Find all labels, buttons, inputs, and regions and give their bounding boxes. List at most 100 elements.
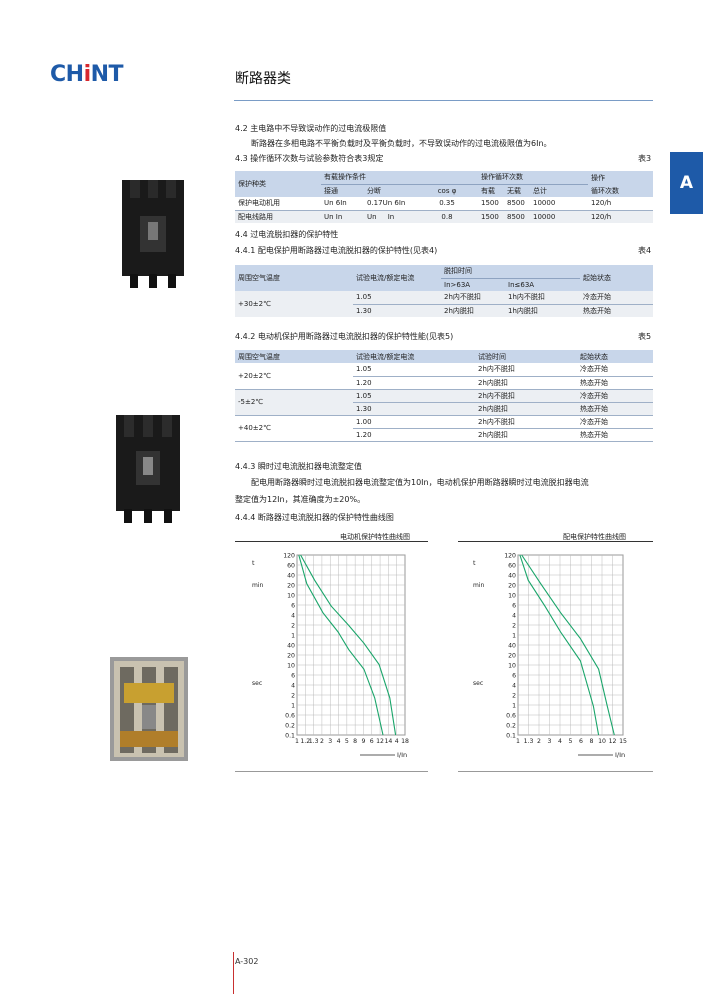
y-tick-label: 1 (291, 633, 295, 640)
y-tick-label: 2 (291, 693, 295, 700)
y-tick-label: 4 (512, 683, 516, 690)
table-row: +20±2℃ 1.05 2h内不脱扣 冷态开始 (235, 363, 653, 380)
table-5-header: 试验时间 (475, 350, 577, 363)
table-cell: Un In (324, 212, 343, 221)
table-cell: 2h内不脱扣 (478, 391, 515, 400)
page-number: A-302 (235, 957, 259, 966)
table-cell: 0.17Un 6In (367, 199, 406, 208)
table-cell: 保护电动机用 (238, 199, 280, 208)
y-tick-label: 4 (512, 613, 516, 620)
table-cell: 1500 (481, 199, 499, 208)
breaker-photo-transparent (110, 657, 188, 761)
table-3-subheader: 分断 (364, 184, 416, 197)
section-4-4-3-heading: 4.4.3 瞬时过电流脱扣器电流整定值 (235, 462, 362, 471)
table-3: 保护种类 有载操作条件 操作循环次数 操作 接通 分断 cos φ 有载 无载 … (235, 171, 653, 223)
table-cell: 1.30 (356, 306, 372, 315)
section-tab[interactable]: A (670, 152, 703, 214)
y-tick-label: 20 (508, 583, 516, 590)
table-cell: 冷态开始 (580, 365, 608, 374)
table-4-subheader: In≤63A (505, 278, 580, 291)
table-5-header: 周围空气温度 (235, 350, 353, 363)
section-4-4-2-heading: 4.4.2 电动机保护用断路器过电流脱扣器的保护特性能(见表5) (235, 332, 454, 341)
table-cell: 1.05 (356, 293, 372, 302)
table-3-header: 保护种类 (235, 171, 321, 197)
table-cell: 2h内脱扣 (478, 404, 508, 413)
y-tick-label: 2 (291, 623, 295, 630)
footer-rule (233, 952, 234, 994)
table-3-subheader: 无载 (504, 184, 530, 197)
y-tick-label: 0.6 (285, 713, 295, 720)
section-4-2-body: 断路器在多相电路不平衡负载时及平衡负载时，不导致误动作的过电流极限值为6In。 (251, 139, 552, 148)
chart-1-title: 电动机保护特性曲线图 (340, 533, 410, 541)
x-tick-label: 12 (609, 738, 617, 745)
table-cell: 120/h (591, 212, 612, 221)
table-cell: 1.05 (356, 391, 372, 400)
y-tick-label: 0.1 (285, 733, 295, 740)
table-row: +40±2℃ 1.00 2h内不脱扣 冷态开始 (235, 415, 653, 432)
table-3-header: 有载操作条件 (321, 171, 478, 185)
table-4: 周围空气温度 试验电流/额定电流 脱扣时间 起始状态 In>63A In≤63A… (235, 265, 653, 317)
y-tick-label: 0.2 (285, 723, 295, 730)
y-tick-label: 40 (508, 573, 516, 580)
table-5: 周围空气温度 试验电流/额定电流 试验时间 起始状态 +20±2℃ 1.05 2… (235, 350, 653, 442)
table-cell: 2h内脱扣 (444, 306, 474, 315)
table-4-tag: 表4 (638, 246, 652, 255)
x-tick-label: 4 (337, 738, 341, 745)
table-cell: 10000 (533, 199, 556, 208)
table-3-tag: 表3 (638, 154, 652, 163)
table-row: -5±2℃ 1.05 2h内不脱扣 冷态开始 (235, 389, 653, 406)
table-cell: 热态开始 (580, 378, 608, 387)
table-cell: 10000 (533, 212, 556, 221)
breaker-photo-2 (116, 415, 180, 523)
y-tick-label: 2 (512, 623, 516, 630)
table-3-header: 操作 (588, 171, 653, 184)
section-4-4-4-heading: 4.4.4 断路器过电流脱扣器的保护特性曲线图 (235, 513, 394, 522)
section-4-4-3-body: 配电用断路器瞬时过电流脱扣器电流整定值为10In，电动机保护用断路器瞬时过电流脱… (251, 478, 589, 487)
table-cell: 0.8 (441, 212, 453, 221)
y-tick-label: 6 (512, 673, 516, 680)
y-tick-label: 10 (508, 593, 516, 600)
table-cell: 热态开始 (580, 404, 608, 413)
x-tick-label: 6 (370, 738, 374, 745)
trip-curve (521, 554, 615, 736)
table-3-subheader: 总计 (530, 184, 588, 197)
table-4-header: 试验电流/额定电流 (353, 265, 441, 291)
table-cell: -5±2℃ (238, 398, 264, 406)
table-cell: 2h内不脱扣 (478, 365, 515, 374)
trip-curve (298, 554, 384, 736)
y-tick-label: 0.1 (506, 733, 516, 740)
y-tick-label: 120 (504, 553, 516, 560)
x-tick-label: 15 (619, 738, 627, 745)
table-3-subheader: cos φ (416, 184, 478, 197)
chart-2-bottom-rule (458, 771, 653, 772)
table-cell: 2h内不脱扣 (444, 293, 481, 302)
x-tick-label: 2 (320, 738, 324, 745)
section-4-3-heading: 4.3 操作循环次数与试验参数符合表3规定 (235, 154, 384, 163)
trip-curve (300, 554, 397, 736)
chart-1-bottom-rule (235, 771, 428, 772)
chnt-logo: CHiNT (50, 62, 124, 87)
table-4-subheader: In>63A (441, 278, 505, 291)
table-3-header: 操作循环次数 (478, 171, 588, 185)
y-tick-label: 6 (512, 603, 516, 610)
table-cell: 120/h (591, 199, 612, 208)
y-tick-label: 20 (508, 653, 516, 660)
x-tick-label: 1 (295, 738, 299, 745)
y-tick-label: 10 (508, 663, 516, 670)
table-cell: 热态开始 (580, 430, 608, 439)
table-cell: Un (367, 212, 377, 221)
table-3-subheader: 接通 (321, 184, 364, 197)
breaker-photo-1 (122, 180, 184, 288)
table-cell: 1h内不脱扣 (508, 293, 545, 302)
x-tick-label: 10 (598, 738, 606, 745)
y-axis-label-sec: sec (252, 680, 262, 687)
table-4-header: 脱扣时间 (441, 265, 580, 279)
y-tick-label: 2 (512, 693, 516, 700)
y-tick-label: 10 (287, 663, 295, 670)
y-axis-label-sec: sec (473, 680, 483, 687)
chart-2-top-rule (458, 541, 653, 542)
y-tick-label: 40 (287, 573, 295, 580)
table-row: 保护电动机用 Un 6In 0.17Un 6In 0.35 1500 8500 … (235, 197, 653, 210)
